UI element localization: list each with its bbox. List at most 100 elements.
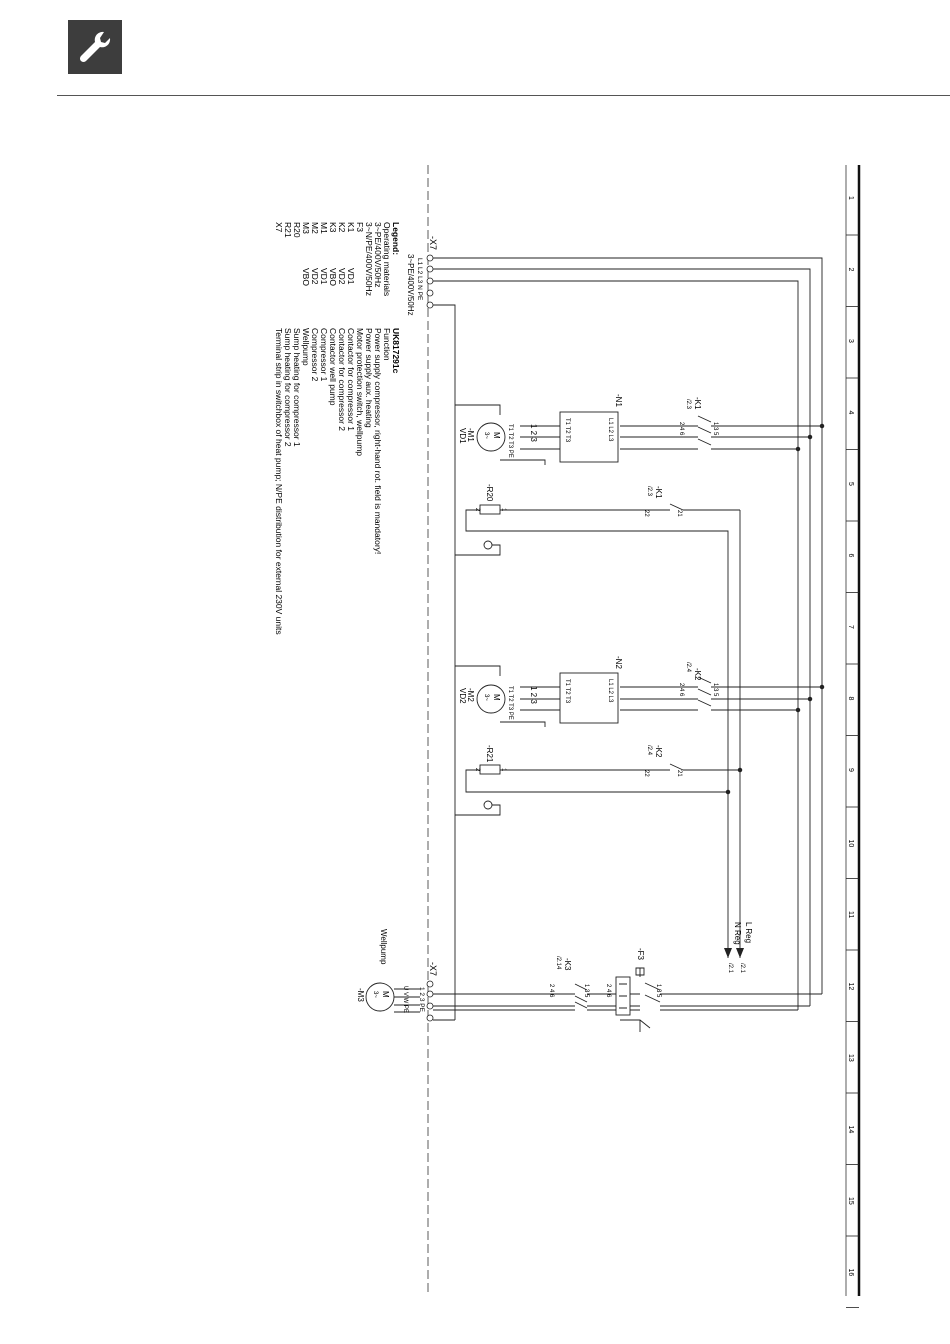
svg-text:21: 21 <box>676 770 682 777</box>
svg-text:-M3: -M3 <box>356 988 365 1002</box>
svg-text:-N1: -N1 <box>614 394 623 407</box>
supply-bus <box>433 257 825 1020</box>
svg-text:Wellpump: Wellpump <box>379 929 388 965</box>
svg-text:/2.14: /2.14 <box>555 956 561 970</box>
column-number: 9 <box>847 768 854 772</box>
legend-row-sub: VD1 <box>319 268 329 285</box>
supply-voltage: 3~PE/400V/50Hz <box>406 254 415 316</box>
legend-row-function: Motor protection switch, wellpump <box>355 328 365 456</box>
l-reg-label: L Reg <box>744 922 753 943</box>
supply-terminal-name: -X7 <box>428 236 438 250</box>
heater-r20: -R20 1 2 <box>474 484 506 512</box>
svg-text:U V W PE: U V W PE <box>402 986 408 1013</box>
contactor-k3: -K3 /2.14 1 3 5 2 4 6 <box>548 956 589 998</box>
svg-text:T1 T2 T3 PE: T1 T2 T3 PE <box>507 686 513 720</box>
svg-text:/2.3: /2.3 <box>685 399 691 410</box>
svg-text:1 3 5: 1 3 5 <box>583 984 589 998</box>
branch-wellpump <box>365 967 822 1032</box>
svg-text:-K1: -K1 <box>693 397 702 410</box>
svg-text:2 4 6: 2 4 6 <box>605 984 611 998</box>
branch-compressor-1 <box>455 404 822 465</box>
svg-text:2: 2 <box>474 508 480 512</box>
svg-text:-K3: -K3 <box>563 958 572 971</box>
svg-text:1: 1 <box>500 768 506 772</box>
branch-heater-r21 <box>455 763 740 816</box>
legend-row-function: Compressor 2 <box>310 328 320 382</box>
svg-text:-K2: -K2 <box>654 745 663 758</box>
legend-col1-header: Operating materials <box>382 222 392 296</box>
motor-m2: M 3~ T1 T2 T3 PE 1 2 3 -M2 VD2 <box>458 684 538 720</box>
contactor-k2-aux: -K2 /2.4 21 22 <box>643 745 682 777</box>
control-outputs: L Reg N Reg /2.1 /2.1 <box>724 922 753 974</box>
svg-text:/2.3: /2.3 <box>646 486 652 497</box>
legend-row-function: Power supply compressor, right-hand rot.… <box>373 328 383 554</box>
svg-text:/2.1: /2.1 <box>727 963 733 974</box>
svg-text:2 4 6: 2 4 6 <box>678 422 684 436</box>
legend-model: UK817291c <box>391 328 401 374</box>
svg-text:-X7: -X7 <box>428 962 438 976</box>
svg-text:22: 22 <box>643 510 649 517</box>
svg-text:T1 T2 T3: T1 T2 T3 <box>564 679 570 704</box>
svg-text:L1 L2 L3: L1 L2 L3 <box>607 418 613 442</box>
legend-row-tag: R21 <box>283 222 293 238</box>
column-number: 15 <box>847 1197 854 1205</box>
column-number: 8 <box>847 697 854 701</box>
svg-text:VD2: VD2 <box>458 688 467 704</box>
svg-text:1 2 3: 1 2 3 <box>529 424 538 442</box>
svg-text:1 2 3: 1 2 3 <box>529 686 538 704</box>
svg-text:VD1: VD1 <box>458 428 467 444</box>
legend-row-function: Wellpump <box>301 328 311 366</box>
svg-text:M: M <box>381 991 390 998</box>
svg-text:-N2: -N2 <box>614 656 623 669</box>
svg-text:2 4 6: 2 4 6 <box>678 683 684 697</box>
svg-text:/2.1: /2.1 <box>739 963 745 974</box>
column-number: 7 <box>847 625 854 629</box>
legend-row-sub: VBO <box>301 268 311 286</box>
header-divider <box>57 95 950 96</box>
converter-n1: -N1 L1 L2 L3 T1 T2 T3 <box>564 394 623 443</box>
branch-compressor-2 <box>455 665 822 727</box>
legend-row-tag: R20 <box>292 222 302 238</box>
supply-terminal: -X7 L1 L2 L3 N PE 3~PE/400V/50Hz <box>406 236 438 316</box>
svg-text:21: 21 <box>676 510 682 517</box>
legend-row-function: Contactor well pump <box>328 328 338 406</box>
contactor-k1-aux: -K1 /2.3 21 22 <box>643 486 682 517</box>
svg-text:-R21: -R21 <box>485 745 494 763</box>
header-logo <box>68 20 122 74</box>
column-number: 1 <box>847 196 854 200</box>
column-number: 13 <box>847 1054 854 1062</box>
column-number: 6 <box>847 554 854 558</box>
svg-text:-K1: -K1 <box>654 486 663 499</box>
svg-text:3~: 3~ <box>372 991 378 998</box>
column-number: 11 <box>847 911 854 918</box>
motor-m3: M 3~ U V W PE -M3 Wellpump <box>356 929 408 1013</box>
svg-text:22: 22 <box>643 770 649 777</box>
legend-row-sub: VD2 <box>337 268 347 285</box>
column-number: 16 <box>847 1269 854 1277</box>
motor-switch-f3: -F3 1 3 5 2 4 6 <box>605 948 661 998</box>
column-number: 4 <box>847 411 854 415</box>
legend-row-function: Compressor 1 <box>319 328 329 382</box>
legend-col2-header: Function <box>382 328 392 361</box>
legend-row-tag: F3 <box>355 222 365 232</box>
legend-row-sub: VD1 <box>346 268 356 285</box>
svg-text:3~: 3~ <box>483 694 489 701</box>
legend-row-function: Sump heating for compressor 1 <box>292 328 302 447</box>
svg-text:2: 2 <box>474 768 480 772</box>
svg-text:T1 T2 T3: T1 T2 T3 <box>564 418 570 443</box>
column-number: 10 <box>847 840 854 848</box>
legend-row-tag: 3~N/PE/400V/50Hz <box>364 222 374 296</box>
legend-row-function: Contactor for compressor 2 <box>337 328 347 431</box>
legend-title: Legend: <box>391 222 401 255</box>
contactor-k1: -K1 /2.3 1 3 5 2 4 6 <box>678 397 718 436</box>
svg-text:-R20: -R20 <box>485 484 494 502</box>
column-number: 5 <box>847 482 854 486</box>
n-reg-label: N Reg <box>733 922 742 945</box>
legend-row-function: Contactor for compressor 1 <box>346 328 356 431</box>
svg-text:/2.4: /2.4 <box>685 662 691 673</box>
contactor-k2: -K2 /2.4 1 3 5 2 4 6 <box>678 662 718 697</box>
heater-r21: -R21 1 2 <box>474 745 506 772</box>
column-number: 14 <box>847 1126 854 1134</box>
svg-text:1 2 3 PE: 1 2 3 PE <box>418 987 425 1013</box>
